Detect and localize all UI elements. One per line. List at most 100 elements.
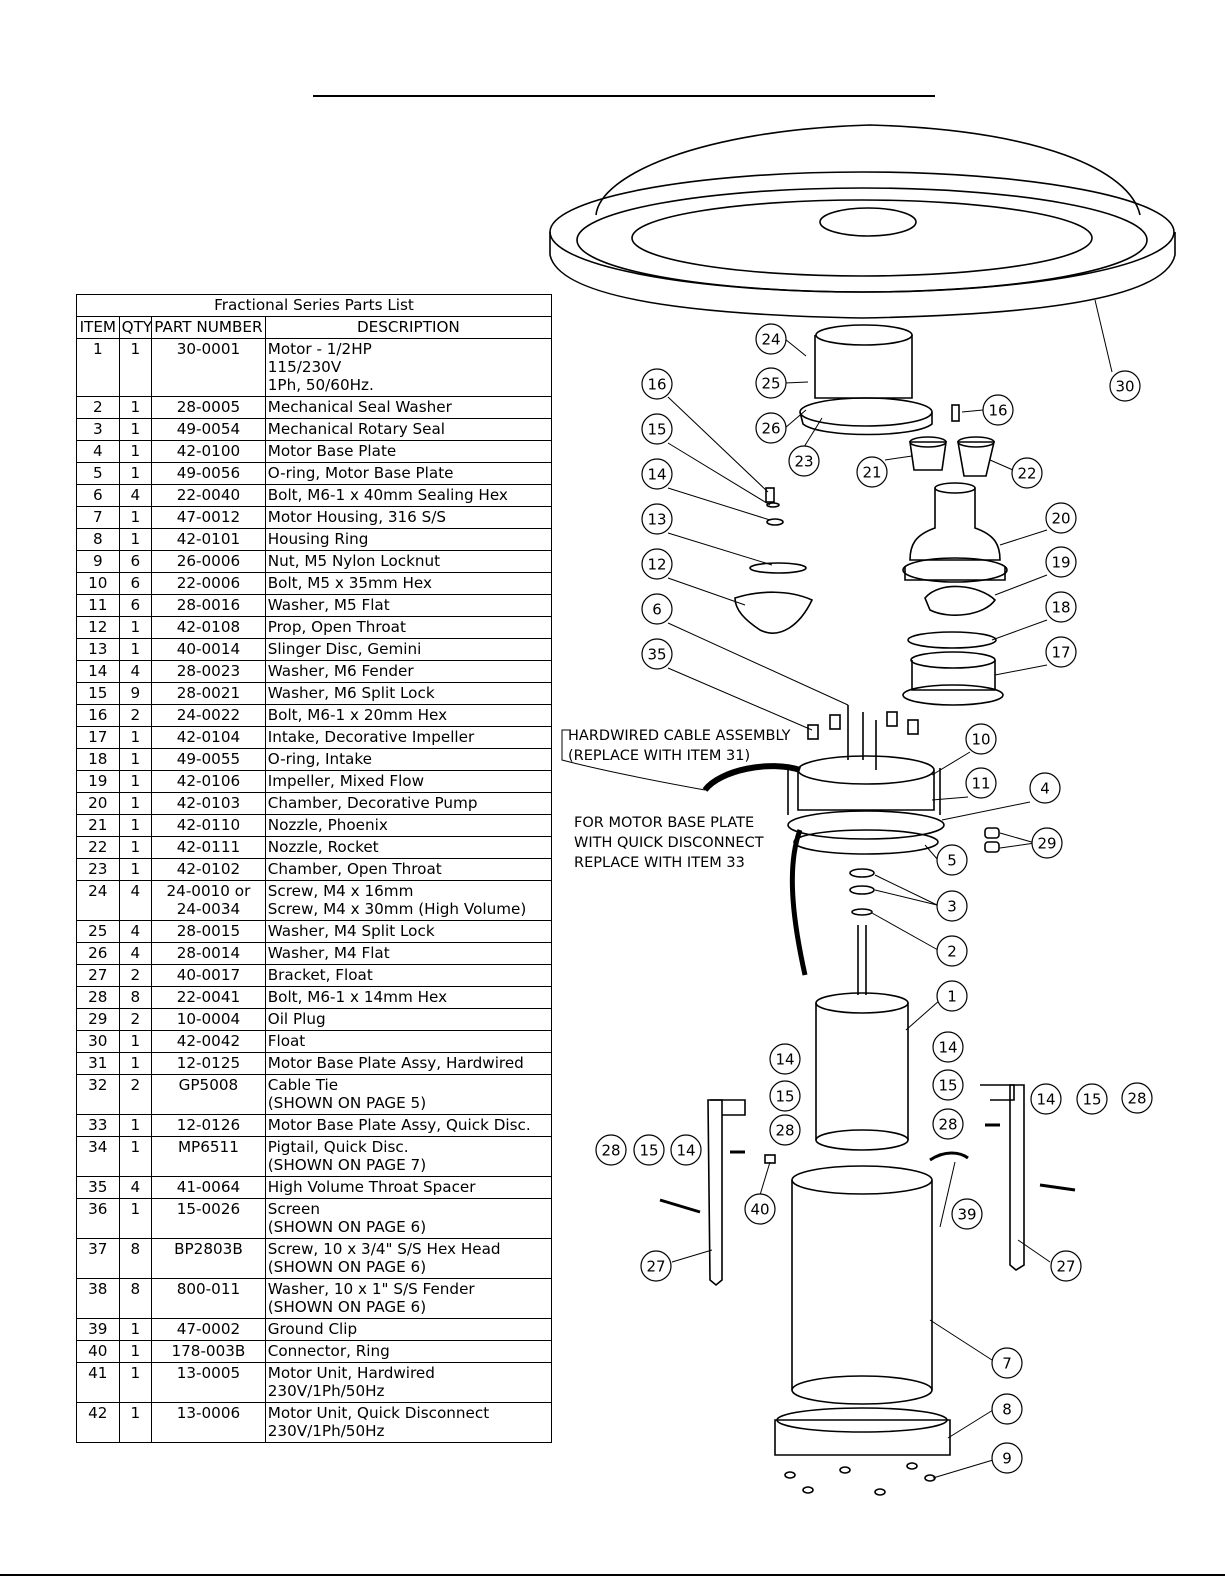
qty-cell: 4	[118, 484, 153, 507]
callout-label: 24	[761, 331, 780, 349]
callout-label: 15	[1082, 1091, 1101, 1109]
qty-cell: 2	[118, 704, 153, 727]
description-cell: Motor Unit, Hardwired 230V/1Ph/50Hz	[264, 1362, 553, 1403]
part-number-cell: 47-0002	[151, 1318, 266, 1341]
description-cell: Prop, Open Throat	[264, 616, 553, 639]
item-cell: 22	[76, 836, 120, 859]
item-cell: 42	[76, 1402, 120, 1443]
callout-circle	[1076, 1083, 1108, 1115]
callout-circle	[1045, 636, 1077, 668]
description-cell: Motor Base Plate	[264, 440, 553, 463]
item-cell: 24	[76, 880, 120, 921]
callout-label: 40	[750, 1201, 769, 1219]
callout-circle	[1121, 1082, 1153, 1114]
description-cell: Mechanical Rotary Seal	[264, 418, 553, 441]
description-cell: Bolt, M6-1 x 40mm Sealing Hex	[264, 484, 553, 507]
qty-cell: 1	[118, 1030, 153, 1053]
qty-cell: 1	[118, 396, 153, 419]
qty-cell: 1	[118, 528, 153, 551]
callout-circle	[641, 548, 673, 580]
part-number-cell: 28-0016	[151, 594, 266, 617]
callout-label: 21	[862, 464, 881, 482]
part-number-cell: 28-0021	[151, 682, 266, 705]
callout-circle	[932, 1108, 964, 1140]
description-cell: Bolt, M6-1 x 14mm Hex	[264, 986, 553, 1009]
callout-circle	[769, 1114, 801, 1146]
part-number-cell: 41-0064	[151, 1176, 266, 1199]
callout-circle	[641, 458, 673, 490]
item-cell: 36	[76, 1198, 120, 1239]
description-cell: Bracket, Float	[264, 964, 553, 987]
callout-circle	[936, 980, 968, 1012]
item-cell: 20	[76, 792, 120, 815]
description-cell: Connector, Ring	[264, 1340, 553, 1363]
description-cell: Bolt, M6-1 x 20mm Hex	[264, 704, 553, 727]
description-cell: Chamber, Decorative Pump	[264, 792, 553, 815]
qty-cell: 8	[118, 1238, 153, 1279]
item-cell: 35	[76, 1176, 120, 1199]
part-number-cell: 13-0006	[151, 1402, 266, 1443]
part-number-cell: 47-0012	[151, 506, 266, 529]
callout-label: 26	[761, 420, 780, 438]
part-number-cell: 42-0100	[151, 440, 266, 463]
description-cell: Washer, 10 x 1" S/S Fender (SHOWN ON PAG…	[264, 1278, 553, 1319]
description-cell: Screen (SHOWN ON PAGE 6)	[264, 1198, 553, 1239]
callout-circle	[936, 935, 968, 967]
callout-circle	[965, 767, 997, 799]
item-cell: 7	[76, 506, 120, 529]
description-cell: Motor Base Plate Assy, Quick Disc.	[264, 1114, 553, 1137]
hardwired-note: HARDWIRED CABLE ASSEMBLY (REPLACE WITH I…	[568, 728, 791, 764]
qty-cell: 1	[118, 726, 153, 749]
description-cell: Bolt, M5 x 35mm Hex	[264, 572, 553, 595]
column-header: ITEM	[76, 316, 120, 339]
qty-cell: 1	[118, 836, 153, 859]
description-cell: Screw, M4 x 16mm Screw, M4 x 30mm (High …	[264, 880, 553, 921]
callout-label: 28	[938, 1116, 957, 1134]
callout-circle	[932, 1069, 964, 1101]
qty-cell: 1	[118, 338, 153, 397]
title-underline	[313, 95, 935, 97]
description-cell: Motor Housing, 316 S/S	[264, 506, 553, 529]
part-number-cell: 42-0101	[151, 528, 266, 551]
part-number-cell: 12-0126	[151, 1114, 266, 1137]
callout-label: 15	[938, 1077, 957, 1095]
description-cell: Motor Unit, Quick Disconnect 230V/1Ph/50…	[264, 1402, 553, 1443]
callout-circle	[755, 412, 787, 444]
part-number-cell: 42-0042	[151, 1030, 266, 1053]
item-cell: 29	[76, 1008, 120, 1031]
callout-label: 35	[647, 646, 666, 664]
description-cell: Motor - 1/2HP 115/230V 1Ph, 50/60Hz.	[264, 338, 553, 397]
item-cell: 34	[76, 1136, 120, 1177]
description-cell: Housing Ring	[264, 528, 553, 551]
item-cell: 27	[76, 964, 120, 987]
description-cell: O-ring, Motor Base Plate	[264, 462, 553, 485]
part-number-cell: 42-0104	[151, 726, 266, 749]
part-number-cell: 42-0102	[151, 858, 266, 881]
callout-label: 7	[1002, 1355, 1012, 1373]
qty-cell: 9	[118, 682, 153, 705]
description-cell: Nut, M5 Nylon Locknut	[264, 550, 553, 573]
part-number-cell: 42-0111	[151, 836, 266, 859]
description-cell: Ground Clip	[264, 1318, 553, 1341]
callout-circle	[991, 1347, 1023, 1379]
callout-label: 25	[761, 375, 780, 393]
qty-cell: 4	[118, 1176, 153, 1199]
qty-cell: 4	[118, 920, 153, 943]
callout-label: 30	[1115, 378, 1134, 396]
part-number-cell: 22-0040	[151, 484, 266, 507]
qty-cell: 1	[118, 1318, 153, 1341]
item-cell: 15	[76, 682, 120, 705]
description-cell: Float	[264, 1030, 553, 1053]
item-cell: 19	[76, 770, 120, 793]
